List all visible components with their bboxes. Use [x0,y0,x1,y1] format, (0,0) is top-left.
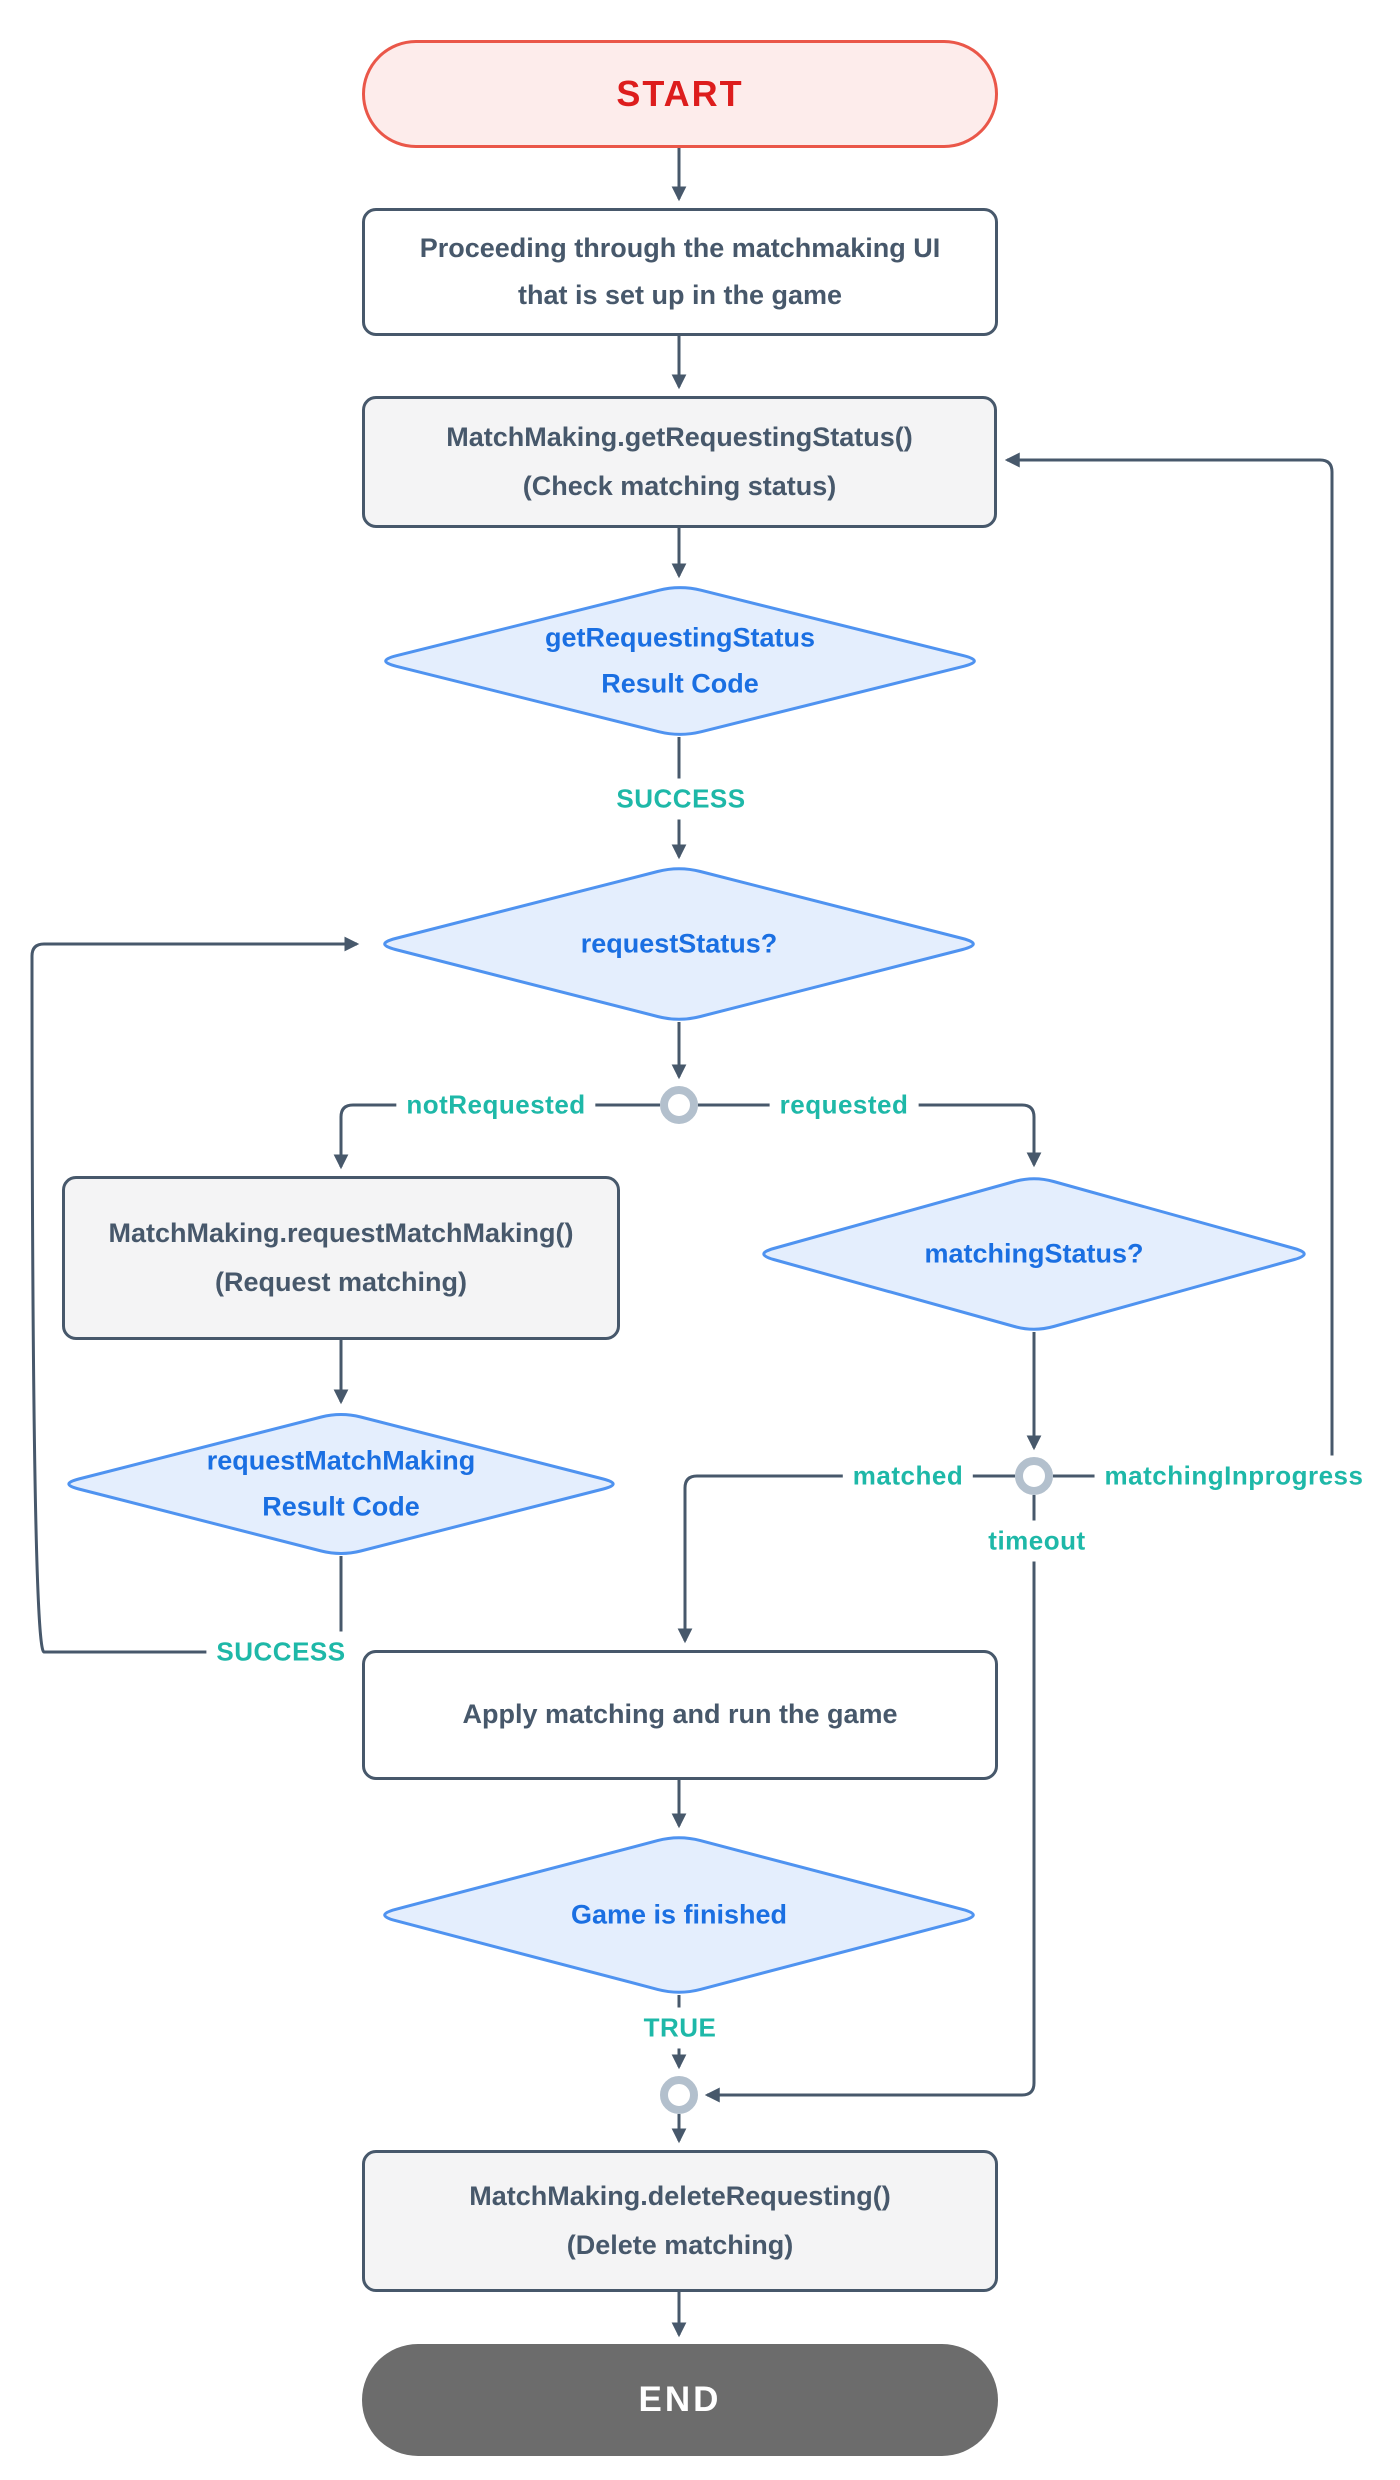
decision-requeststatus-label: requestStatus? [580,928,778,959]
process-deleterequesting-label: MatchMaking.deleteRequesting() [469,2180,891,2211]
decision-text: Game is finished [570,1899,788,1930]
process-proceed-ui-label: Proceeding through the matchmaking UI th… [419,232,941,310]
decision-matchingstatus-label: matchingStatus? [924,1238,1144,1269]
process-getrequestingstatus: MatchMaking.getRequestingStatus() (Check… [362,396,997,528]
process-getrequestingstatus-label: MatchMaking.getRequestingStatus() [446,421,913,452]
decision-text: matchingStatus? [924,1238,1144,1269]
edge-label-true: TRUE [633,2007,727,2049]
decision-text-line1: requestMatchMaking [206,1445,476,1476]
process-requestmatchmaking: MatchMaking.requestMatchMaking() (Reques… [62,1176,620,1340]
edge-label-matchinginprogress: matchingInprogress [1094,1455,1374,1497]
decision-getrequestingstatus-result [384,586,976,736]
merge-junction-3 [660,2076,698,2114]
decision-requeststatus [383,867,975,1021]
decision-gamefinished [383,1836,975,1994]
edge-junction2-junction3-timeout [704,1495,1036,2103]
process-requestmatchmaking-label: MatchMaking.requestMatchMaking() [108,1217,574,1248]
merge-junction-1 [660,1086,698,1124]
edge-label-requested: requested [769,1084,919,1126]
decision-getrequestingstatus-result-label: getRequestingStatus Result Code [544,622,816,699]
edge-label-success-2: SUCCESS [206,1631,356,1673]
edge-label-matched: matched [842,1455,974,1497]
end-node: END [362,2344,998,2456]
edge-label-timeout: timeout [978,1520,1096,1562]
edge-label-notrequested: notRequested [396,1084,596,1126]
process-deleterequesting-sublabel: (Delete matching) [566,2230,794,2260]
start-node: START [362,40,998,148]
process-getrequestingstatus-sublabel: (Check matching status) [522,471,837,501]
decision-gamefinished-label: Game is finished [570,1899,788,1930]
merge-junction-2 [1015,1457,1053,1495]
process-requestmatchmaking-sublabel: (Request matching) [214,1267,468,1297]
end-label: END [638,2380,722,2419]
process-proceed-ui: Proceeding through the matchmaking UI th… [362,208,998,336]
edge-label-success-1: SUCCESS [606,778,756,820]
decision-text: requestStatus? [580,928,778,959]
process-apply-matching-label: Apply matching and run the game [462,1699,898,1730]
process-deleterequesting: MatchMaking.deleteRequesting() (Delete m… [362,2150,998,2292]
edge-junction2-apply [677,1474,1015,1644]
decision-text-line1: getRequestingStatus [544,622,816,653]
decision-requestmatchmaking-result-label: requestMatchMaking Result Code [206,1445,476,1522]
decision-requestmatchmaking-result [67,1413,615,1555]
edge-junction1-requestmm [333,1103,660,1170]
decision-matchingstatus [762,1177,1306,1331]
decision-text-line2: Result Code [262,1491,420,1522]
process-apply-matching: Apply matching and run the game [362,1650,998,1780]
start-label: START [616,73,744,114]
decision-text-line2: Result Code [601,668,759,699]
edge-junction1-matchingstatus [698,1103,1042,1168]
